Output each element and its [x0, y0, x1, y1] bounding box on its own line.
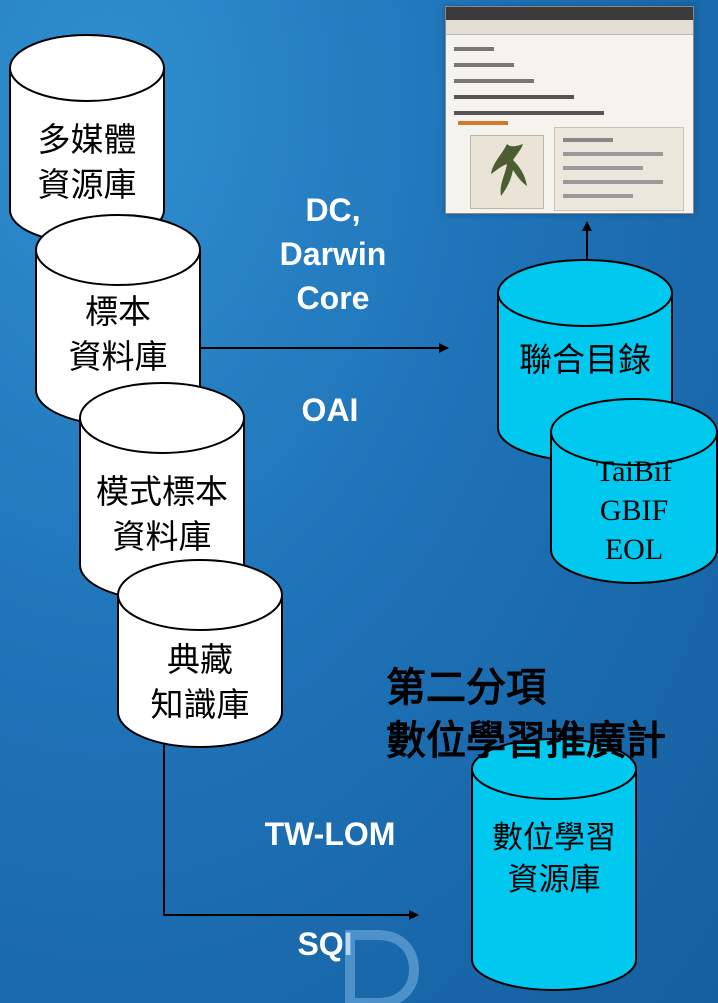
protocol-sqi-label: SQI	[297, 926, 353, 962]
partners-db-label: TaiBif GBIF EOL	[551, 452, 717, 569]
standard-darwin: Darwin	[279, 236, 387, 273]
collection-db-label-line1: 典藏	[167, 640, 233, 679]
learning-db-cylinder	[471, 738, 637, 991]
protocol-oai-label: OAI	[301, 392, 359, 428]
learning-db-label: 數位學習 資源庫	[472, 818, 636, 902]
type-specimen-db-label-line1: 模式標本	[96, 472, 228, 511]
learning-db-label-line2: 資源庫	[507, 861, 601, 898]
specimen-db-label-line1: 標本	[85, 292, 151, 331]
partner-taibif: TaiBif	[595, 455, 673, 488]
partners-db-cylinder	[550, 398, 718, 584]
logo-watermark-icon	[345, 930, 420, 1003]
partner-gbif: GBIF	[599, 494, 669, 527]
metadata-standards-label: DC, Darwin Core	[238, 188, 428, 320]
collection-db-cylinder	[117, 559, 283, 748]
standard-dc: DC,	[305, 192, 361, 228]
partner-eol: EOL	[604, 533, 664, 566]
multimedia-db-label: 多媒體 資源庫	[10, 118, 164, 207]
headline-line1: 第二分項	[386, 665, 546, 711]
learning-db-label-line1: 數位學習	[492, 820, 616, 856]
standard-core: Core	[296, 280, 370, 317]
arrow-to-learning-db	[163, 742, 419, 920]
specimen-db-label-line2: 資料庫	[68, 336, 168, 376]
union-catalog-label: 聯合目錄	[498, 338, 672, 383]
headline-line2: 數位學習推廣計	[386, 717, 666, 764]
collection-db-label: 典藏 知識庫	[118, 638, 282, 727]
union-catalog-label-line1: 聯合目錄	[519, 340, 651, 379]
subproject-headline: 第二分項 數位學習推廣計	[386, 662, 718, 768]
collection-db-label-line2: 知識庫	[150, 684, 250, 724]
multimedia-db-label-line2: 資源庫	[37, 164, 137, 204]
type-specimen-db-label: 模式標本 資料庫	[80, 470, 244, 559]
type-specimen-db-label-line2: 資料庫	[112, 516, 212, 556]
specimen-db-label: 標本 資料庫	[36, 290, 200, 379]
multimedia-db-label-line1: 多媒體	[37, 120, 137, 159]
catalog-webpage-thumbnail-icon	[445, 6, 694, 214]
protocol-tw-lom-label: TW-LOM	[264, 816, 396, 852]
